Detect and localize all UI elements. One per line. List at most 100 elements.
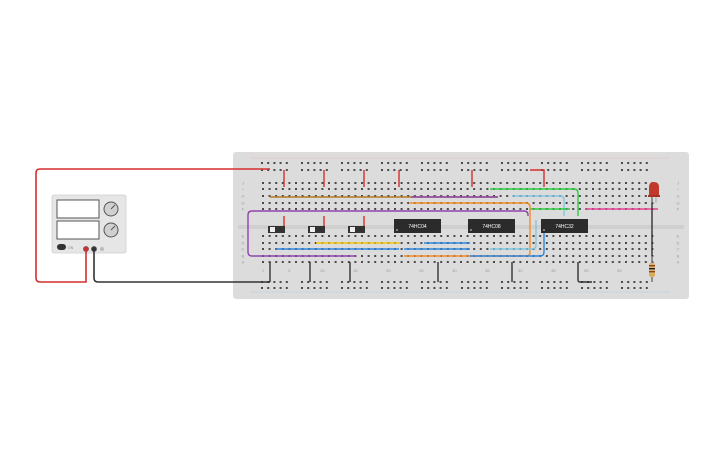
breadboard-hole[interactable] [301, 195, 304, 197]
breadboard-hole[interactable] [381, 281, 383, 283]
power-supply[interactable]: ON [51, 194, 127, 254]
breadboard-hole[interactable] [405, 169, 408, 171]
breadboard-hole[interactable] [413, 188, 416, 190]
breadboard-hole[interactable] [486, 195, 489, 197]
breadboard-hole[interactable] [427, 188, 429, 190]
slide-switch[interactable] [308, 226, 325, 233]
breadboard-hole[interactable] [387, 195, 390, 197]
breadboard-hole[interactable] [399, 169, 402, 171]
breadboard-hole[interactable] [526, 182, 528, 184]
breadboard-hole[interactable] [605, 202, 608, 204]
breadboard-hole[interactable] [308, 235, 311, 237]
breadboard-hole[interactable] [605, 248, 608, 250]
breadboard-hole[interactable] [552, 242, 555, 244]
breadboard-hole[interactable] [639, 162, 642, 164]
breadboard-hole[interactable] [347, 202, 350, 204]
breadboard-hole[interactable] [592, 261, 594, 263]
breadboard-hole[interactable] [313, 162, 316, 164]
breadboard-hole[interactable] [367, 188, 370, 190]
breadboard-hole[interactable] [519, 261, 522, 263]
breadboard-hole[interactable] [314, 242, 317, 244]
breadboard-hole[interactable] [347, 188, 350, 190]
breadboard-hole[interactable] [631, 202, 634, 204]
breadboard-hole[interactable] [539, 235, 542, 237]
breadboard-hole[interactable] [611, 195, 614, 197]
breadboard-hole[interactable] [526, 235, 528, 237]
breadboard-hole[interactable] [361, 188, 363, 190]
breadboard-hole[interactable] [381, 287, 383, 289]
breadboard-hole[interactable] [347, 261, 350, 263]
breadboard-hole[interactable] [394, 188, 396, 190]
breadboard-hole[interactable] [599, 281, 602, 283]
breadboard-hole[interactable] [499, 195, 502, 197]
breadboard-hole[interactable] [361, 208, 363, 210]
breadboard-hole[interactable] [460, 235, 462, 237]
breadboard-hole[interactable] [433, 162, 436, 164]
breadboard-hole[interactable] [611, 182, 614, 184]
breadboard-hole[interactable] [479, 261, 482, 263]
breadboard-hole[interactable] [267, 287, 270, 289]
breadboard-hole[interactable] [301, 208, 304, 210]
breadboard-hole[interactable] [354, 202, 357, 204]
breadboard-hole[interactable] [433, 235, 436, 237]
breadboard-hole[interactable] [578, 235, 581, 237]
breadboard-hole[interactable] [427, 235, 429, 237]
breadboard-hole[interactable] [275, 202, 278, 204]
breadboard-hole[interactable] [307, 169, 310, 171]
breadboard-hole[interactable] [545, 248, 548, 250]
breadboard-hole[interactable] [334, 182, 337, 184]
breadboard-hole[interactable] [427, 169, 430, 171]
breadboard-hole[interactable] [308, 242, 311, 244]
breadboard-hole[interactable] [611, 235, 614, 237]
breadboard-hole[interactable] [631, 242, 634, 244]
breadboard-hole[interactable] [644, 242, 647, 244]
breadboard-hole[interactable] [621, 287, 623, 289]
breadboard-hole[interactable] [374, 182, 377, 184]
breadboard-hole[interactable] [387, 188, 390, 190]
breadboard-hole[interactable] [578, 255, 581, 257]
breadboard-hole[interactable] [565, 182, 568, 184]
breadboard-hole[interactable] [347, 195, 350, 197]
bottom-rail-jumpers[interactable] [269, 262, 653, 283]
breadboard-hole[interactable] [281, 261, 284, 263]
wire-black-psu-to-rail[interactable] [93, 251, 270, 283]
breadboard-hole[interactable] [321, 188, 324, 190]
breadboard-hole[interactable] [593, 281, 596, 283]
breadboard-hole[interactable] [268, 195, 271, 197]
breadboard-hole[interactable] [593, 162, 596, 164]
breadboard-hole[interactable] [625, 242, 627, 244]
breadboard-hole[interactable] [645, 281, 648, 283]
breadboard-hole[interactable] [512, 235, 515, 237]
positive-terminal[interactable] [83, 246, 89, 252]
breadboard-hole[interactable] [633, 169, 636, 171]
breadboard-hole[interactable] [519, 235, 522, 237]
breadboard-hole[interactable] [621, 162, 623, 164]
breadboard-hole[interactable] [374, 255, 377, 257]
breadboard-hole[interactable] [638, 242, 641, 244]
breadboard-hole[interactable] [559, 248, 561, 250]
breadboard-hole[interactable] [572, 242, 575, 244]
breadboard-hole[interactable] [565, 281, 568, 283]
breadboard-hole[interactable] [644, 188, 647, 190]
breadboard-hole[interactable] [466, 261, 469, 263]
breadboard-hole[interactable] [639, 169, 642, 171]
breadboard-hole[interactable] [605, 182, 608, 184]
breadboard-hole[interactable] [461, 287, 463, 289]
breadboard-hole[interactable] [545, 235, 548, 237]
breadboard-hole[interactable] [267, 169, 270, 171]
breadboard-hole[interactable] [512, 182, 515, 184]
led-body[interactable] [649, 182, 659, 196]
breadboard-hole[interactable] [359, 287, 362, 289]
chip-74hc08[interactable]: 74HC08 [468, 219, 515, 233]
breadboard-hole[interactable] [541, 287, 543, 289]
breadboard-hole[interactable] [633, 281, 636, 283]
breadboard-hole[interactable] [313, 169, 316, 171]
breadboard-hole[interactable] [552, 202, 555, 204]
breadboard-hole[interactable] [493, 242, 495, 244]
resistor[interactable] [649, 256, 655, 282]
slide-switch[interactable] [268, 226, 285, 233]
breadboard-hole[interactable] [581, 169, 583, 171]
breadboard-hole[interactable] [400, 182, 403, 184]
breadboard-hole[interactable] [427, 287, 430, 289]
breadboard-hole[interactable] [460, 261, 462, 263]
